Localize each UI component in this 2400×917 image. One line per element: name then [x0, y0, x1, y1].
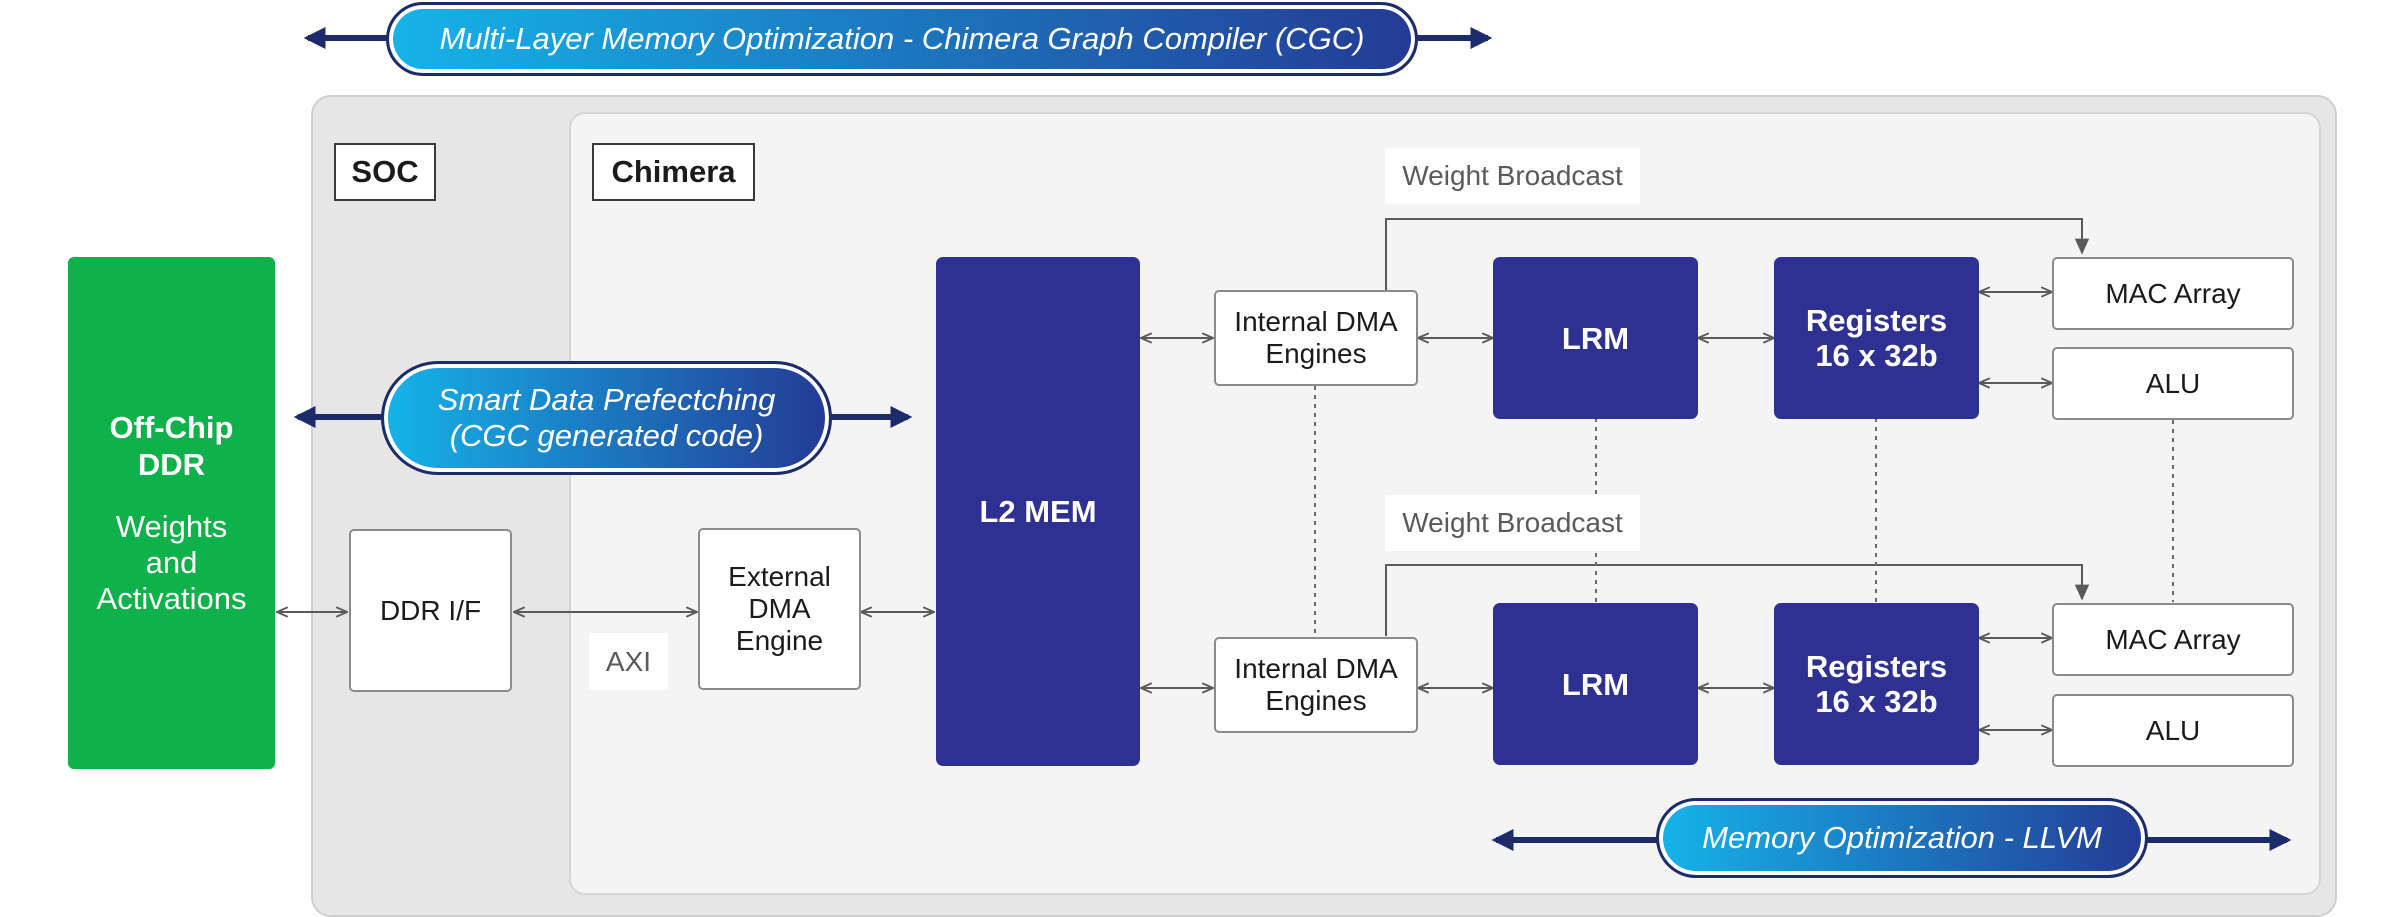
weight-broadcast-path-bottom	[1385, 564, 2090, 636]
top-banner-pill: Multi-Layer Memory Optimization - Chimer…	[386, 2, 1418, 76]
soc-label: SOC	[334, 143, 436, 201]
external-dma-engine-block: External DMA Engine	[698, 528, 861, 690]
registers-block-top: Registers 16 x 32b	[1774, 257, 1979, 419]
alu-block-top: ALU	[2052, 347, 2294, 420]
l2-mem-block: L2 MEM	[936, 257, 1140, 766]
mac-array-block-bottom: MAC Array	[2052, 603, 2294, 676]
offchip-ddr-title: Off-Chip DDR	[109, 410, 234, 482]
lrm-block-bottom: LRM	[1493, 603, 1698, 765]
bottom-banner-pill: Memory Optimization - LLVM	[1656, 798, 2148, 878]
offchip-ddr-block: Off-Chip DDR Weights and Activations	[68, 257, 275, 769]
prefetch-banner-pill: Smart Data Prefectching (CGC generated c…	[381, 361, 832, 475]
offchip-ddr-subtitle: Weights and Activations	[96, 509, 247, 616]
weight-broadcast-path-top	[1385, 218, 2090, 290]
chimera-label: Chimera	[592, 143, 755, 201]
mac-array-block-top: MAC Array	[2052, 257, 2294, 330]
ddr-if-block: DDR I/F	[349, 529, 512, 692]
weight-broadcast-label-bottom: Weight Broadcast	[1385, 495, 1640, 551]
lrm-block-top: LRM	[1493, 257, 1698, 419]
registers-block-bottom: Registers 16 x 32b	[1774, 603, 1979, 765]
internal-dma-engines-block-top: Internal DMA Engines	[1214, 290, 1418, 386]
internal-dma-engines-block-bottom: Internal DMA Engines	[1214, 637, 1418, 733]
axi-label: AXI	[589, 633, 668, 690]
weight-broadcast-label-top: Weight Broadcast	[1385, 148, 1640, 204]
alu-block-bottom: ALU	[2052, 694, 2294, 767]
